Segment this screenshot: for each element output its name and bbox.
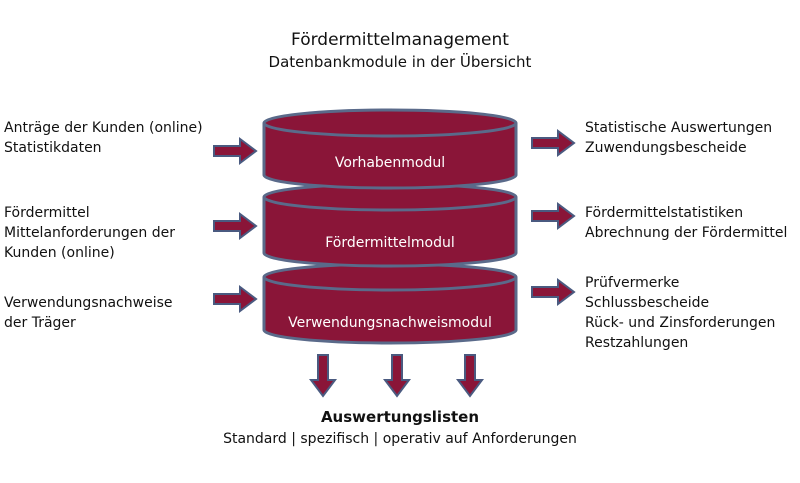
input-block-2: Fördermittel Mittelanforderungen der Kun… (4, 203, 175, 263)
arrow-down-icon (309, 354, 337, 398)
output-block-3: Prüfvermerke Schlussbescheide Rück- und … (585, 273, 775, 353)
input-line: Statistikdaten (4, 140, 102, 156)
module-label-2: Fördermittelmodul (325, 235, 455, 251)
output-line: Zuwendungsbescheide (585, 140, 747, 156)
input-block-1: Anträge der Kunden (online) Statistikdat… (4, 118, 203, 158)
module-label-1: Vorhabenmodul (335, 155, 445, 171)
input-line: der Träger (4, 315, 76, 331)
arrow-down-icon (456, 354, 484, 398)
input-line: Mittelanforderungen der (4, 225, 175, 241)
input-line: Kunden (online) (4, 245, 115, 261)
output-line: Rück- und Zinsforderungen (585, 315, 776, 331)
arrow-right-icon (213, 213, 257, 239)
module-label-3: Verwendungsnachweismodul (288, 315, 492, 331)
input-line: Fördermittel (4, 205, 90, 221)
footer-title: Auswertungslisten (320, 408, 480, 426)
footer-subtitle: Standard | spezifisch | operativ auf Anf… (223, 431, 577, 447)
output-line: Prüfvermerke (585, 275, 680, 291)
module-cylinder-2: Fördermittelmodul (262, 182, 518, 268)
input-line: Anträge der Kunden (online) (4, 120, 203, 136)
input-block-3: Verwendungsnachweise der Träger (4, 293, 173, 333)
arrow-right-icon (531, 130, 575, 156)
arrow-right-icon (213, 286, 257, 312)
module-cylinder-3: Verwendungsnachweismodul (262, 262, 518, 345)
output-line: Schlussbescheide (585, 295, 710, 311)
module-cylinder-1: Vorhabenmodul (262, 108, 518, 190)
arrow-down-icon (383, 354, 411, 398)
input-line: Verwendungsnachweise (4, 295, 173, 311)
output-line: Statistische Auswertungen (585, 120, 773, 136)
diagram-title: Fördermittelmanagement (291, 30, 509, 50)
arrow-right-icon (531, 203, 575, 229)
output-line: Restzahlungen (585, 335, 689, 351)
output-block-2: Fördermittelstatistiken Abrechnung der F… (585, 203, 787, 243)
arrow-right-icon (213, 138, 257, 164)
arrow-right-icon (531, 279, 575, 305)
output-block-1: Statistische Auswertungen Zuwendungsbesc… (585, 118, 772, 158)
diagram-subtitle: Datenbankmodule in der Übersicht (268, 53, 532, 71)
output-line: Fördermittelstatistiken (585, 205, 744, 221)
output-line: Abrechnung der Fördermittel (585, 225, 788, 241)
